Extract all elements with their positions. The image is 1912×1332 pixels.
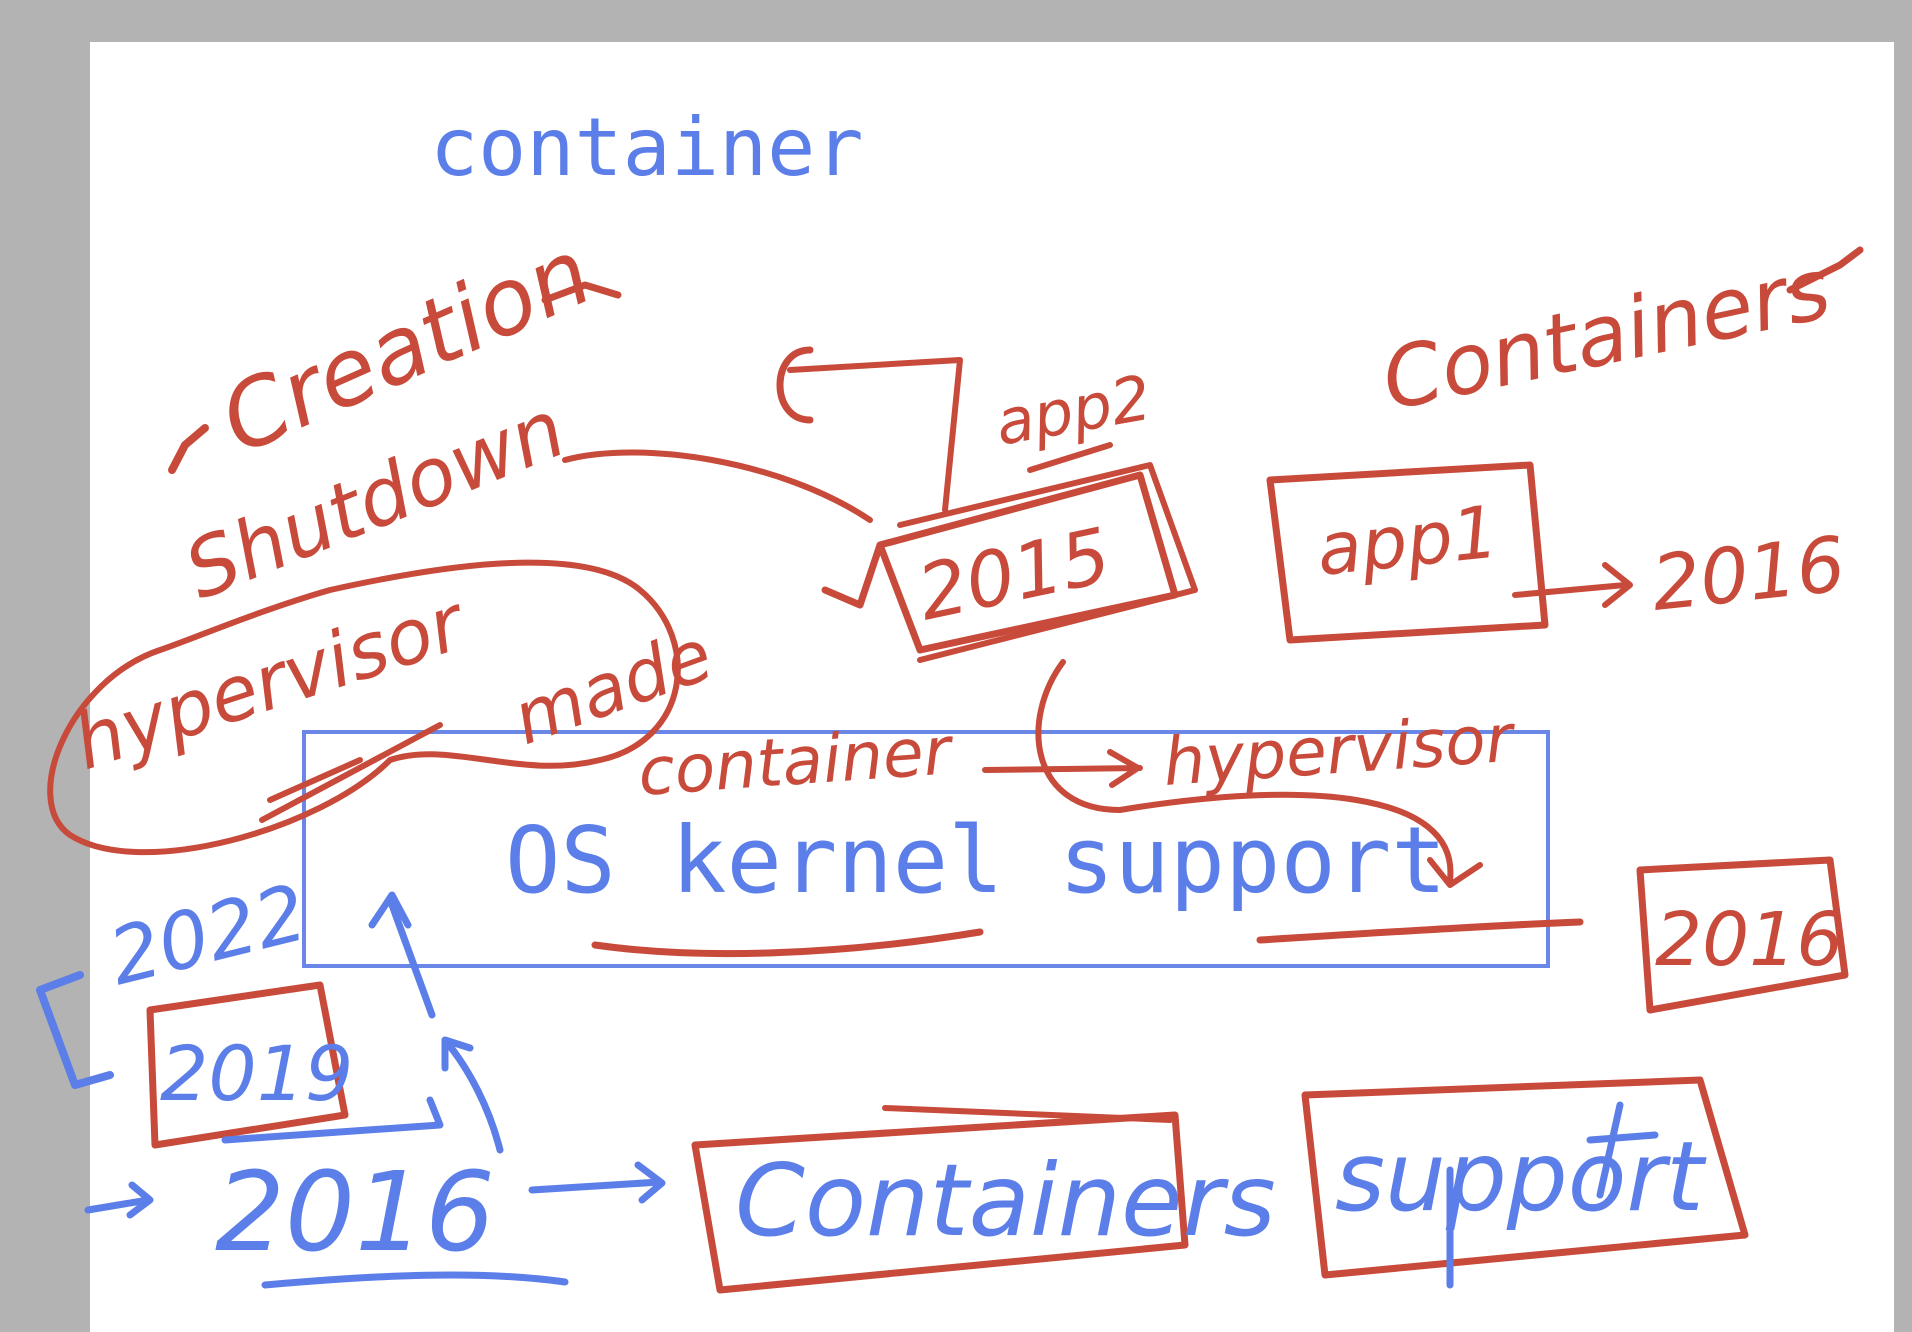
support-stroke: [1446, 1101, 1659, 1289]
box-containers-bottom: [691, 1111, 1189, 1294]
box-app1: [1266, 461, 1549, 644]
bracket-line: [787, 357, 963, 513]
note-support-bottom: support: [1335, 1121, 1707, 1233]
arrow-up-kernel: [368, 891, 436, 1019]
note-2016-bottom: 2016: [215, 1148, 495, 1276]
creation-tail: [541, 281, 622, 304]
arrow-2016-containers: [528, 1161, 666, 1204]
underline-kernel: [591, 928, 984, 958]
check-mark-creation: [168, 424, 209, 474]
underline-2019: [221, 1096, 444, 1144]
note-2016-right: 2016: [1648, 519, 1850, 628]
note-container-word: container: [636, 712, 957, 811]
bracket-c: [776, 346, 814, 424]
note-hypervisor-arrow: hypervisor: [1161, 699, 1519, 800]
hypervisor-strike-2: [267, 757, 363, 803]
shutdown-to-2015-curve: [562, 449, 873, 523]
canvas-page: [90, 42, 1894, 1332]
note-containers: Containers: [1374, 239, 1839, 429]
note-app2: app2: [990, 361, 1156, 460]
note-2016-box: 2016: [1655, 897, 1843, 983]
box-2016: [1636, 856, 1849, 1014]
arrow-up-2: [441, 1036, 504, 1154]
note-containers-bottom: Containers: [735, 1142, 1276, 1259]
note-2022: 2022: [101, 868, 315, 1003]
kernel-box: [302, 730, 1550, 968]
hypervisor-strike: [259, 722, 443, 823]
title-label: container: [430, 101, 864, 194]
kernel-label: OS kernel support: [505, 807, 1447, 914]
bracket-blue: [36, 971, 114, 1089]
hypervisor-loop: [47, 559, 681, 856]
box-support-bottom: [1301, 1076, 1749, 1279]
box-2015-outer: [897, 462, 1198, 663]
arrow-app1-2016: [1512, 562, 1633, 608]
hypervisor-hook: [1117, 791, 1483, 888]
note-2019: 2019: [160, 1029, 353, 1118]
underline-2016-bottom: [261, 1271, 569, 1289]
underline-support: [1256, 918, 1584, 944]
box-2019: [146, 981, 349, 1149]
box-containers-bottom-2: [882, 1105, 1173, 1123]
app2-underline: [1027, 442, 1113, 473]
check-2015: [821, 541, 884, 609]
hypervisor-paren: [1035, 659, 1123, 813]
arrow-left-2016: [84, 1181, 154, 1219]
arrow-container-hypervisor: [982, 749, 1143, 788]
note-app1: app1: [1313, 489, 1502, 591]
containers-tail: [1786, 246, 1864, 294]
